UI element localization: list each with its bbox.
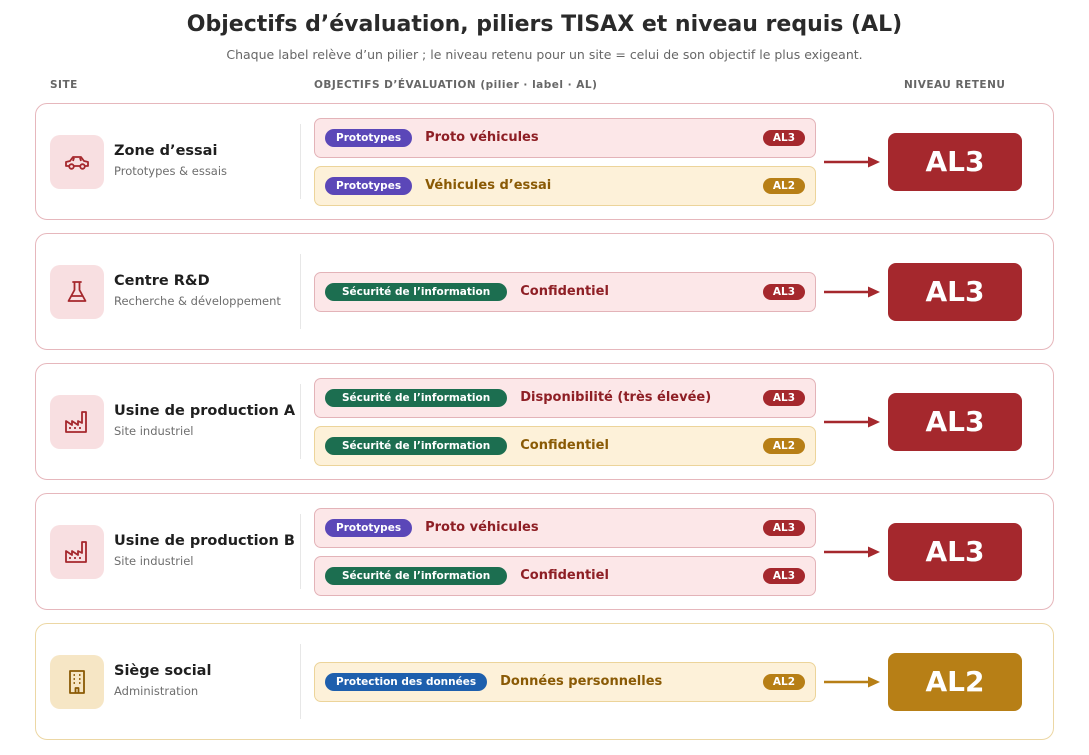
al-badge: AL2 [762, 437, 805, 454]
objective-label: Disponibilité (très élevée) [520, 390, 712, 405]
pillar-badge: Prototypes [325, 128, 413, 147]
pillar-badge: Prototypes [325, 176, 413, 195]
divider [300, 384, 301, 459]
objectives-list: Prototypes Proto véhicules AL3 Sécurité … [314, 507, 816, 596]
al-badge: AL2 [762, 673, 805, 690]
objective-label: Confidentiel [520, 568, 609, 583]
pillar-badge: Protection des données [325, 672, 488, 691]
site-description: Site industriel [114, 423, 194, 438]
required-level: AL3 [888, 392, 1022, 451]
arrow-right-icon [824, 675, 882, 689]
al-badge: AL3 [762, 129, 805, 146]
building-icon [50, 654, 104, 709]
column-header-objectives: OBJECTIFS D’ÉVALUATION (pilier · label ·… [314, 79, 598, 91]
site-row-siege-social: Siège social Administration Protection d… [35, 623, 1054, 740]
al-badge: AL2 [762, 177, 805, 194]
objective-item: Prototypes Véhicules d’essai AL2 [314, 165, 816, 206]
site-name: Zone d’essai [114, 142, 218, 159]
objective-label: Véhicules d’essai [425, 178, 552, 193]
required-level: AL3 [888, 132, 1022, 191]
site-rows: Zone d’essai Prototypes & essais Prototy… [35, 103, 1054, 753]
objectives-list: Sécurité de l’information Disponibilité … [314, 377, 816, 466]
objective-item: Sécurité de l’information Confidentiel A… [314, 425, 816, 466]
arrow-right-icon [824, 545, 882, 559]
site-row-usine-de-production-b: Usine de production B Site industriel Pr… [35, 493, 1054, 610]
site-row-zone-d-essai: Zone d’essai Prototypes & essais Prototy… [35, 103, 1054, 220]
site-name: Centre R&D [114, 272, 210, 289]
site-row-centre-r-d: Centre R&D Recherche & développement Séc… [35, 233, 1054, 350]
required-level: AL3 [888, 522, 1022, 581]
al-badge: AL3 [762, 567, 805, 584]
pillar-badge: Sécurité de l’information [325, 388, 508, 407]
objectives-list: Prototypes Proto véhicules AL3 Prototype… [314, 117, 816, 206]
objective-item: Sécurité de l’information Confidentiel A… [314, 555, 816, 596]
objective-label: Proto véhicules [425, 130, 539, 145]
objective-item: Sécurité de l’information Confidentiel A… [314, 271, 816, 312]
objective-label: Confidentiel [520, 284, 609, 299]
arrow-right-icon [824, 285, 882, 299]
divider [300, 514, 301, 589]
objective-label: Proto véhicules [425, 520, 539, 535]
al-badge: AL3 [762, 283, 805, 300]
objective-item: Prototypes Proto véhicules AL3 [314, 507, 816, 548]
divider [300, 254, 301, 329]
site-description: Recherche & développement [114, 293, 281, 308]
car-icon [50, 134, 104, 189]
column-header-level: NIVEAU RETENU [904, 79, 1006, 91]
objective-label: Confidentiel [520, 438, 609, 453]
factory-icon [50, 524, 104, 579]
al-badge: AL3 [762, 519, 805, 536]
site-description: Site industriel [114, 553, 194, 568]
page-title: Objectifs d’évaluation, piliers TISAX et… [186, 12, 903, 37]
flask-icon [50, 264, 104, 319]
objective-item: Sécurité de l’information Disponibilité … [314, 377, 816, 418]
site-name: Siège social [114, 662, 212, 679]
divider [300, 124, 301, 199]
objective-label: Données personnelles [500, 674, 663, 689]
site-name: Usine de production A [114, 402, 296, 419]
pillar-badge: Sécurité de l’information [325, 566, 508, 585]
arrow-right-icon [824, 415, 882, 429]
arrow-right-icon [824, 155, 882, 169]
page-subtitle: Chaque label relève d’un pilier ; le niv… [226, 47, 863, 62]
site-row-usine-de-production-a: Usine de production A Site industriel Sé… [35, 363, 1054, 480]
objective-item: Prototypes Proto véhicules AL3 [314, 117, 816, 158]
objective-item: Protection des données Données personnel… [314, 661, 816, 702]
al-badge: AL3 [762, 389, 805, 406]
required-level: AL2 [888, 652, 1022, 711]
objectives-list: Sécurité de l’information Confidentiel A… [314, 271, 816, 312]
factory-icon [50, 394, 104, 449]
site-description: Administration [114, 683, 199, 698]
objectives-list: Protection des données Données personnel… [314, 661, 816, 702]
column-header-site: SITE [50, 79, 78, 91]
pillar-badge: Sécurité de l’information [325, 282, 508, 301]
required-level: AL3 [888, 262, 1022, 321]
pillar-badge: Sécurité de l’information [325, 436, 508, 455]
pillar-badge: Prototypes [325, 518, 413, 537]
site-name: Usine de production B [114, 532, 295, 549]
site-description: Prototypes & essais [114, 163, 228, 178]
divider [300, 644, 301, 719]
